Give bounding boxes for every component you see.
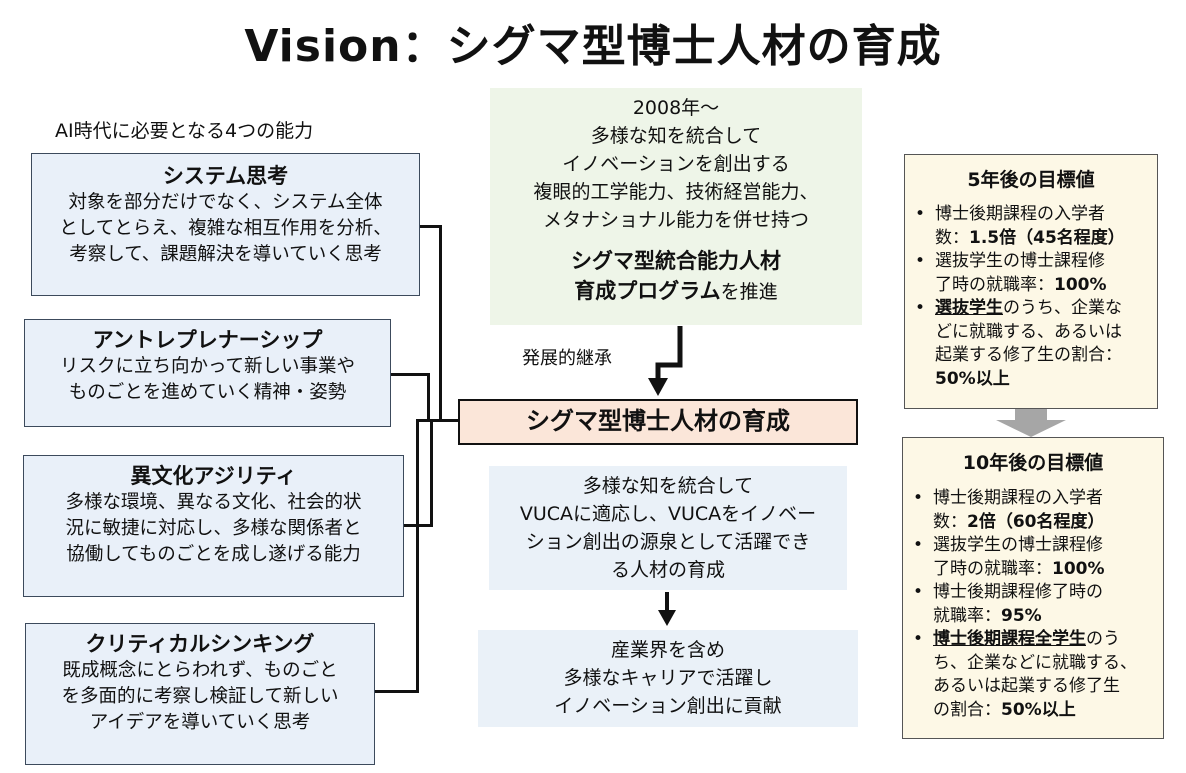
ability-box-systems-thinking: システム思考 対象を部分だけでなく、システム全体 としてとらえ、複雑な相互作用を…: [31, 153, 420, 296]
target-box-5-year: 5年後の目標値 • 博士後期課程の入学者 数：1.5倍（45名程度） • 選抜学…: [904, 154, 1158, 409]
abilities-heading: AI時代に必要となる4つの能力: [55, 120, 314, 142]
succession-label: 発展的継承: [522, 348, 612, 369]
result-line: 産業界を含め: [610, 639, 725, 661]
connector-line: [391, 373, 429, 376]
ability-desc-line: 対象を部分だけでなく、システム全体: [68, 192, 383, 213]
connector-line: [416, 419, 458, 422]
result-line: 多様なキャリアで活躍し: [563, 667, 773, 689]
connector-line: [375, 690, 418, 693]
target-item: • 選抜学生の博士課程修 了時の就職率：100%: [913, 535, 1105, 579]
result-line: イノベーション創出に貢献: [554, 695, 782, 717]
target-title: 5年後の目標値: [967, 169, 1095, 191]
target-item: • 博士後期課程修了時の 就職率：95%: [913, 582, 1103, 626]
ability-desc-line: 考察して、課題解決を導いていく思考: [69, 244, 382, 265]
program-name-line: シグマ型統合能力人材: [571, 249, 781, 273]
succession-arrowhead: [648, 378, 668, 396]
ability-desc-line: としてとらえ、複雑な相互作用を分析、: [59, 218, 392, 239]
ability-desc-line: 既成概念にとらわれず、ものごと: [62, 660, 338, 681]
ability-box-cultural-agility: 異文化アジリティ 多様な環境、異なる文化、社会的状 況に敏捷に対応し、多様な関係…: [23, 455, 404, 597]
connector-line: [430, 420, 433, 527]
program-name-line: 育成プログラムを推進: [490, 276, 862, 307]
purpose-box: 多様な知を統合して VUCAに適応し、VUCAをイノベー ション創出の源泉として…: [489, 466, 847, 590]
ability-desc-line: ものごとを進めていく精神・姿勢: [68, 382, 347, 403]
history-line: メタナショナル能力を併せ持つ: [542, 209, 809, 231]
center-goal-box: シグマ型博士人材の育成: [458, 399, 858, 445]
bullet-icon: •: [915, 298, 926, 318]
history-line: 複眼的工学能力、技術経営能力、: [533, 181, 819, 203]
target-item: • 選抜学生の博士課程修 了時の就職率：100%: [915, 251, 1107, 295]
purpose-line: VUCAに適応し、VUCAをイノベー: [519, 503, 817, 525]
bullet-icon: •: [913, 488, 924, 508]
connector-line: [439, 225, 442, 420]
purpose-line: る人材の育成: [610, 559, 725, 581]
ability-desc-line: 況に敏捷に対応し、多様な関係者と: [65, 518, 362, 539]
program-name-bold: 育成プログラム: [574, 279, 721, 303]
bullet-icon: •: [913, 629, 924, 649]
connector-line: [416, 420, 419, 693]
result-box: 産業界を含め 多様なキャリアで活躍し イノベーション創出に貢献: [478, 630, 858, 727]
ability-desc-line: 協働してものごとを成し遂げる能力: [66, 544, 361, 565]
ability-title: クリティカルシンキング: [85, 632, 315, 656]
succession-arrow: [655, 326, 683, 380]
target-item: • 博士後期課程全学生のう ち、企業などに就職する、 あるいは起業する修了生 の…: [913, 629, 1137, 720]
ability-box-entrepreneurship: アントレプレナーシップ リスクに立ち向かって新しい事業や ものごとを進めていく精…: [24, 319, 391, 427]
target-item: • 博士後期課程の入学者 数：1.5倍（45名程度）: [915, 204, 1125, 248]
target-item: • 選抜学生のうち、企業な どに就職する、あるいは 起業する修了生の割合： 50…: [915, 298, 1122, 389]
bullet-icon: •: [915, 204, 926, 224]
program-name-rest: を推進: [720, 281, 778, 303]
connector-line: [420, 225, 441, 228]
ability-title: システム思考: [162, 164, 289, 188]
target-title: 10年後の目標値: [962, 452, 1104, 474]
bullet-icon: •: [913, 582, 924, 602]
history-line: イノベーションを創出する: [562, 153, 790, 175]
ability-desc-line: アイデアを導いていく思考: [89, 712, 311, 733]
bullet-icon: •: [913, 535, 924, 555]
ability-title: アントレプレナーシップ: [92, 328, 323, 352]
ability-desc-line: 多様な環境、異なる文化、社会的状: [65, 492, 362, 513]
purpose-line: 多様な知を統合して: [582, 475, 754, 497]
connector-line: [427, 373, 430, 420]
ability-title: 異文化アジリティ: [130, 464, 297, 488]
bullet-icon: •: [915, 251, 926, 271]
page-title: Vision：シグマ型博士人材の育成: [244, 21, 942, 72]
ability-box-critical-thinking: クリティカルシンキング 既成概念にとらわれず、ものごと を多面的に考察し検証して…: [25, 623, 375, 765]
target-box-10-year: 10年後の目標値 • 博士後期課程の入学者 数：2倍（60名程度） • 選抜学生…: [902, 437, 1164, 739]
down-arrow-head: [658, 610, 676, 626]
purpose-line: ション創出の源泉として活躍でき: [525, 531, 811, 553]
gray-arrow-shaft: [1015, 408, 1047, 421]
ability-desc-line: リスクに立ち向かって新しい事業や: [59, 356, 356, 377]
history-line: 2008年～: [632, 97, 720, 119]
ability-desc-line: を多面的に考察し検証して新しい: [61, 686, 339, 707]
history-line: 多様な知を統合して: [590, 125, 762, 147]
target-item: • 博士後期課程の入学者 数：2倍（60名程度）: [913, 488, 1105, 532]
history-box: 2008年～ 多様な知を統合して イノベーションを創出する 複眼的工学能力、技術…: [490, 88, 862, 325]
gray-arrow-head: [996, 420, 1066, 437]
